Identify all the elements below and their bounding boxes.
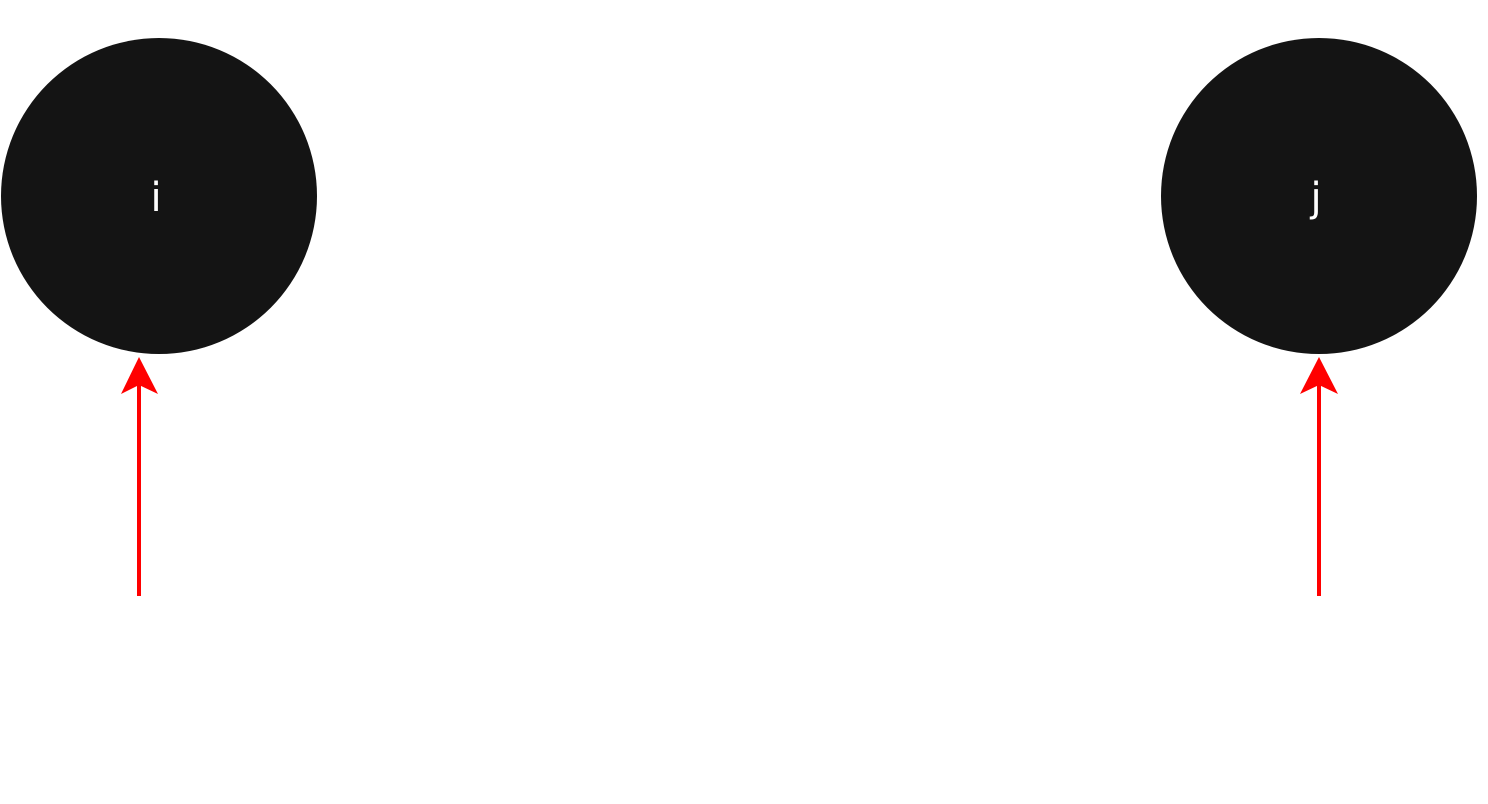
node-j-label: j xyxy=(1309,175,1321,221)
arrow-to-j-head xyxy=(1300,357,1338,394)
arrow-to-j xyxy=(1300,357,1338,596)
node-j-circle xyxy=(1161,38,1477,354)
node-i: i xyxy=(1,38,317,354)
node-j: j xyxy=(1161,38,1477,354)
node-i-circle xyxy=(1,38,317,354)
node-i-label: i xyxy=(150,175,161,221)
arrow-to-i-head xyxy=(121,357,158,394)
arrow-to-i xyxy=(121,357,158,596)
